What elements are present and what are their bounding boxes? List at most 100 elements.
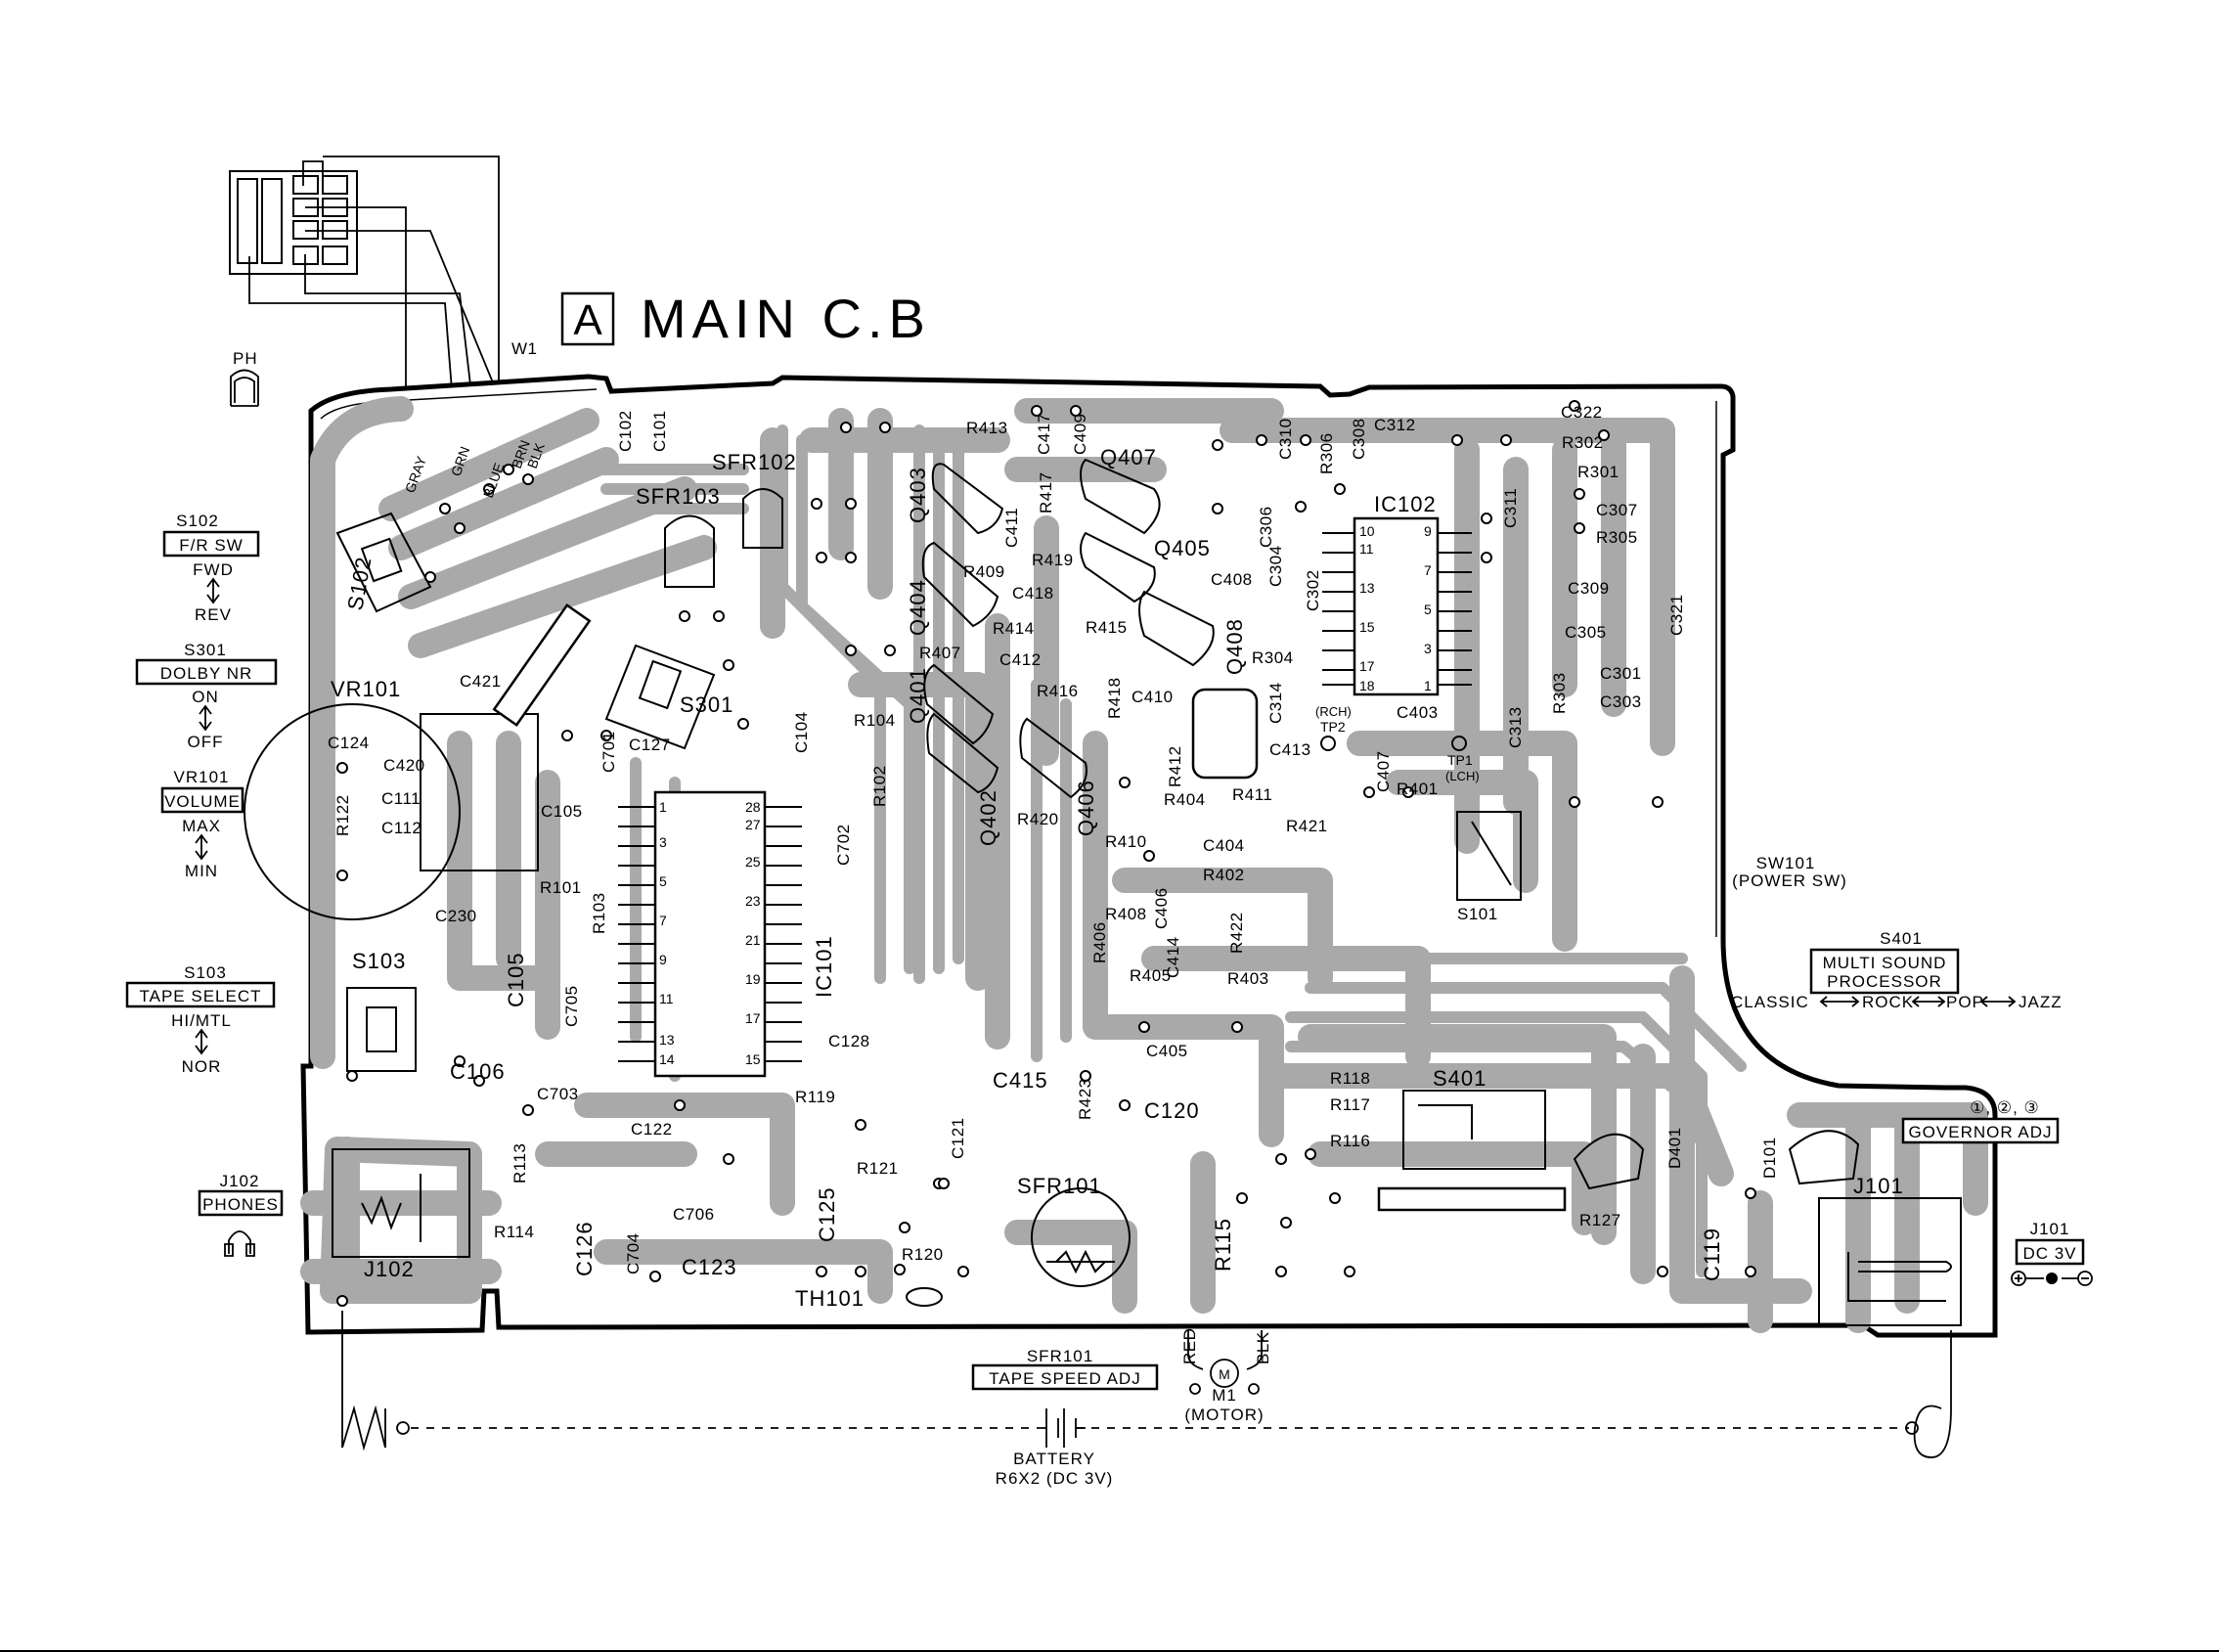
c120-label: C120 [1144,1098,1200,1123]
c308-label: C308 [1350,418,1368,460]
r412-label: R412 [1166,745,1184,787]
c408-label: C408 [1211,570,1253,589]
c414-label: C414 [1164,936,1182,978]
ic101-pin-28: 28 [745,799,761,815]
vr101-ref: VR101 [174,768,230,786]
battery-line2: R6X2 (DC 3V) [996,1469,1114,1488]
d101-label: D101 [1760,1137,1779,1179]
motor-text: (MOTOR) [1184,1406,1264,1424]
sfr101-box: TAPE SPEED ADJ [989,1369,1140,1388]
ph-label: PH [233,349,258,368]
ic101-pin-15: 15 [745,1051,761,1067]
d401-label: D401 [1665,1127,1684,1169]
c302-label: C302 [1304,569,1322,611]
ic102-pin-18: 18 [1359,678,1375,693]
c127-label: C127 [629,736,671,754]
r411-label: R411 [1232,785,1272,804]
governor-box: GOVERNOR ADJ [1908,1123,2052,1141]
r414-label: R414 [993,619,1035,638]
wire-red-label: RED [1180,1328,1199,1364]
c311-label: C311 [1501,488,1520,528]
r403-label: R403 [1227,969,1269,988]
c121-label: C121 [949,1117,967,1159]
s101-label: S101 [1457,905,1498,923]
bar-part-left [492,603,592,728]
c705-label: C705 [562,985,581,1027]
s102-box: F/R SW [179,536,244,555]
square-pad-center [1191,688,1259,780]
s401-mode-classic: CLASSIC [1731,993,1809,1011]
battery-annotation: BATTERY R6X2 (DC 3V) [996,1450,1114,1488]
board-letter-box [560,291,615,346]
c703-label: C703 [537,1085,579,1103]
ic102-pin-1: 1 [1424,678,1432,693]
sw101-ref: SW101 [1756,854,1816,872]
r113-label: R113 [510,1143,529,1183]
ic102-pin-10: 10 [1359,523,1375,539]
s102-annotation: S102 F/R SW FWD REV [162,512,260,624]
s301-box: DOLBY NR [160,664,253,683]
ic101-pin-5: 5 [659,873,667,889]
q405-label: Q405 [1154,536,1211,560]
r120-label: R120 [902,1245,944,1264]
ic101-pin-14: 14 [659,1051,675,1067]
c304-label: C304 [1266,545,1285,587]
ic101-pin-3: 3 [659,834,667,850]
c309-label: C309 [1568,579,1610,598]
j101-box: DC 3V [2022,1244,2076,1263]
s102-ref: S102 [176,512,219,530]
head-connector [229,156,510,490]
c411-label: C411 [1002,508,1021,548]
sfr102-label: SFR102 [712,450,797,474]
board-title: MAIN C.B [641,288,931,349]
s102-bottom: REV [195,605,232,624]
r116-label: R116 [1330,1132,1370,1150]
vr101-bottom: MIN [185,862,218,880]
c104-label: C104 [792,711,811,753]
ic101-pin-27: 27 [745,817,761,832]
vr101-annotation: VR101 VOLUME MAX MIN [160,768,244,880]
battery-line1: BATTERY [1013,1450,1095,1468]
c409-label: C409 [1071,413,1089,455]
r415-label: R415 [1086,618,1128,637]
ph-symbol: PH [230,349,259,407]
r402-label: R402 [1203,866,1245,884]
q408-body [1138,590,1215,667]
s103-ref: S103 [184,963,227,982]
j101-ref: J101 [2030,1220,2070,1238]
c410-label: C410 [1132,688,1174,706]
s301-ref: S301 [184,641,227,659]
ic101-label: IC101 [812,935,836,998]
r103-label: R103 [590,892,608,934]
r122-label: R122 [333,794,352,836]
j101-annotation: J101 DC 3V [2011,1220,2093,1286]
r417-label: R417 [1037,471,1055,513]
tp1-label: TP1 [1447,752,1473,768]
test-points: (RCH) TP2 TP1 (LCH) [1315,704,1480,783]
r408-label: R408 [1105,905,1147,923]
j102-ref: J102 [220,1172,260,1190]
c312-label: C312 [1374,416,1416,434]
sfr101-label: SFR101 [1017,1174,1102,1198]
governor-annotation: ①, ②, ③ GOVERNOR ADJ [1901,1098,2060,1144]
ic102-pin-9: 9 [1424,523,1432,539]
r405-label: R405 [1130,966,1172,985]
tp2-label: TP2 [1320,719,1346,735]
c106-label: C106 [450,1059,506,1084]
battery-symbol [1037,1408,1086,1448]
c125-label: C125 [815,1186,839,1242]
c322-label: C322 [1561,403,1603,422]
governor-ref: ①, ②, ③ [1970,1098,2040,1117]
c406-label: C406 [1152,887,1171,929]
ic101-pin-13: 13 [659,1032,675,1048]
s401-annotation: S401 MULTI SOUND PROCESSOR CLASSIC ROCK … [1731,929,2062,1011]
ic102: 10 11 13 15 17 18 9 7 5 3 1 [1322,516,1472,696]
sfr102-trimmer: SFR102 [712,450,797,549]
r422-label: R422 [1227,912,1246,954]
d101-diode: D101 [1760,1130,1860,1185]
vr101-label: VR101 [331,677,401,701]
j101-jack: J101 [1818,1174,1962,1326]
ic102-pin-13: 13 [1359,580,1375,596]
q403-body [931,463,1004,535]
r119-label: R119 [795,1088,835,1106]
